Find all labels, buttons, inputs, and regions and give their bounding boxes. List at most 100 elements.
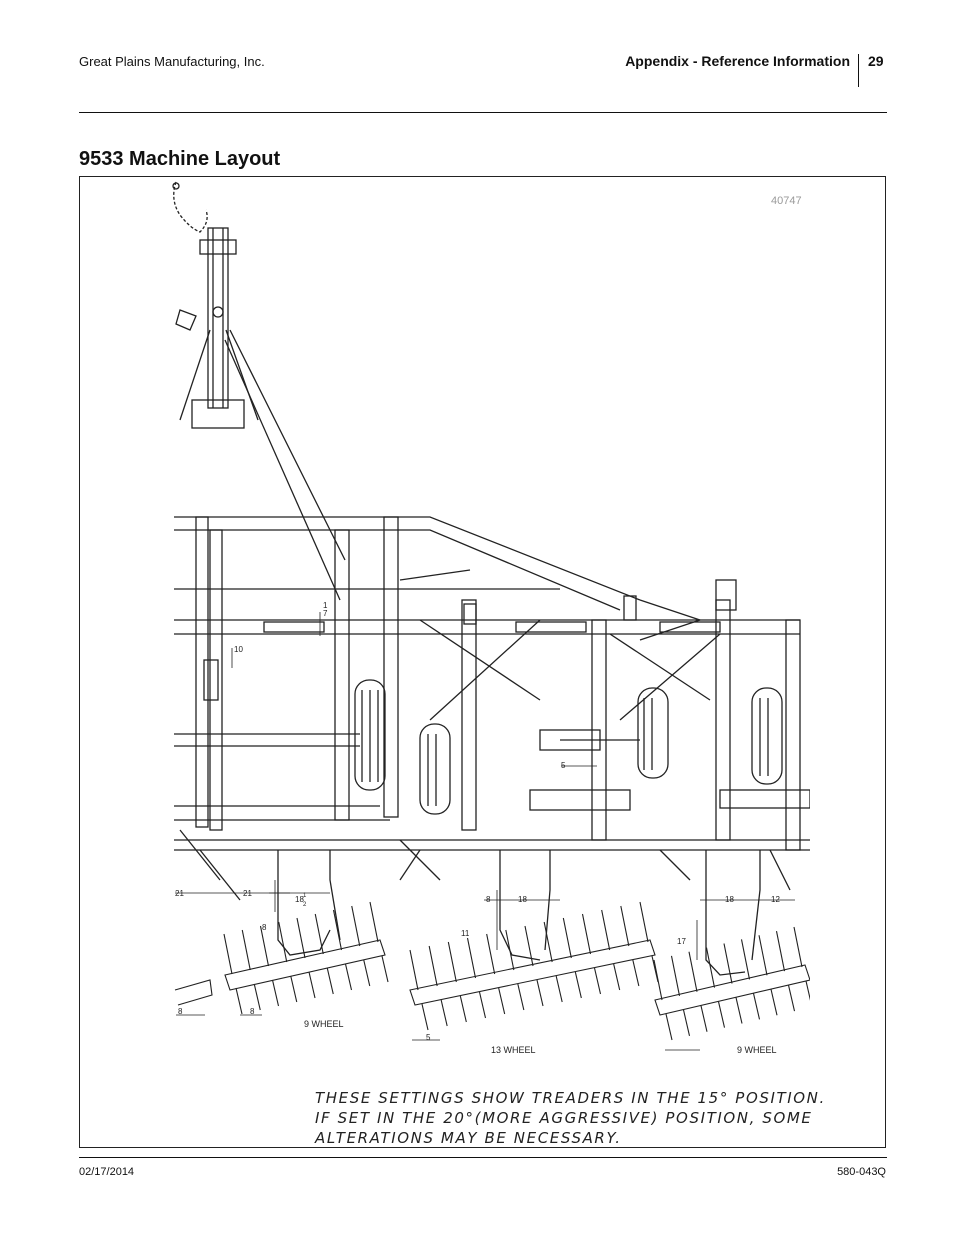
treader-tine xyxy=(752,993,761,1020)
treader-tine xyxy=(543,921,553,963)
treader-tine xyxy=(363,959,371,987)
treader-tine xyxy=(770,989,778,1016)
hydraulic-cylinders xyxy=(203,569,737,701)
footer-part-number: 580-043Q xyxy=(837,1166,886,1178)
svg-text:12: 12 xyxy=(771,895,780,904)
treader-wheels xyxy=(174,901,810,1041)
hitch-tongue xyxy=(175,227,346,601)
footer-date: 02/17/2014 xyxy=(79,1166,135,1178)
treader-tine xyxy=(498,987,506,1015)
header-divider xyxy=(858,54,859,87)
svg-text:8: 8 xyxy=(262,923,267,932)
header-company: Great Plains Manufacturing, Inc. xyxy=(79,54,265,69)
svg-text:18: 18 xyxy=(725,895,734,904)
shank-assemblies xyxy=(179,829,791,976)
treader-tine xyxy=(253,983,261,1011)
svg-text:5: 5 xyxy=(426,1033,431,1042)
treader-tine xyxy=(593,967,602,995)
treader-tine xyxy=(705,947,716,988)
treader-tine xyxy=(478,991,487,1019)
treader-tine xyxy=(486,933,496,975)
hitch-chain xyxy=(172,181,208,233)
treader-tine xyxy=(421,1003,429,1031)
header-rule xyxy=(79,112,887,113)
treader-tine xyxy=(332,909,343,951)
treader-tine xyxy=(613,963,621,991)
treader-tine xyxy=(259,925,270,967)
svg-text:10: 10 xyxy=(234,645,243,654)
treader-tine xyxy=(574,971,582,999)
treader-tine xyxy=(632,959,640,987)
treader-tine xyxy=(524,925,534,967)
treader-tine xyxy=(278,921,288,963)
treader-tine xyxy=(653,959,663,1001)
figure-frame xyxy=(79,176,886,1148)
wheel-labels: 9 WHEEL 13 WHEEL 9 WHEEL xyxy=(304,1019,777,1055)
treader-tine xyxy=(290,975,298,1003)
treader-tine xyxy=(235,987,243,1015)
svg-text:8: 8 xyxy=(486,895,491,904)
treader-tine xyxy=(314,913,324,955)
treader-tine xyxy=(223,933,233,975)
treader-tine xyxy=(326,967,334,995)
treader-tine xyxy=(787,985,796,1012)
treader-tine xyxy=(723,943,733,984)
treader-tine xyxy=(517,983,525,1011)
svg-text:11: 11 xyxy=(461,929,470,938)
label-9-wheel-right: 9 WHEEL xyxy=(737,1045,777,1055)
page-title: 9533 Machine Layout xyxy=(79,148,281,170)
treader-tine xyxy=(670,955,681,996)
label-13-wheel: 13 WHEEL xyxy=(491,1045,536,1055)
svg-text:21: 21 xyxy=(243,889,252,898)
gauge-wheels xyxy=(354,679,783,815)
svg-text:18: 18 xyxy=(295,895,304,904)
treader-tine xyxy=(758,935,768,976)
dimension-text: 1 7 10 5 21 21 18 1 2 8 18 18 12 8 11 17… xyxy=(175,601,780,1042)
page-number: 29 xyxy=(868,53,884,69)
svg-text:17: 17 xyxy=(677,937,686,946)
treader-tine xyxy=(775,931,786,972)
note-line-1: THESE SETTINGS SHOW TREADERS IN THE 15° … xyxy=(315,1089,826,1107)
figure-id: 40747 xyxy=(771,195,802,207)
treader-tine xyxy=(700,1005,708,1032)
svg-text:8: 8 xyxy=(178,1007,183,1016)
treader-tine xyxy=(620,905,630,947)
treader-tine xyxy=(805,980,810,1001)
treader-tine xyxy=(665,1013,673,1041)
treader-tine xyxy=(381,955,389,983)
treader-tine xyxy=(740,939,751,980)
svg-text:18: 18 xyxy=(518,895,527,904)
settings-note: THESE SETTINGS SHOW TREADERS IN THE 15° … xyxy=(315,1088,855,1148)
treader-tine xyxy=(562,917,572,959)
svg-text:1: 1 xyxy=(323,601,328,610)
main-frame xyxy=(174,516,810,851)
treader-tine xyxy=(717,1001,726,1028)
treader-tine xyxy=(466,937,477,979)
note-line-3: ALTERATIONS MAY BE NECESSARY. xyxy=(315,1129,622,1147)
treader-tine xyxy=(241,929,251,971)
treader-tine xyxy=(536,979,544,1007)
svg-text:21: 21 xyxy=(175,889,184,898)
treader-tine xyxy=(296,917,306,959)
treader-tine xyxy=(308,971,316,999)
treader-tine xyxy=(555,975,563,1003)
treader-tine xyxy=(735,997,743,1024)
treader-tine xyxy=(447,941,457,983)
header-section: Appendix - Reference Information xyxy=(625,53,850,69)
treader-tine xyxy=(505,929,515,971)
treader-tine xyxy=(351,905,361,947)
svg-text:2: 2 xyxy=(303,902,307,908)
treader-tine xyxy=(440,999,448,1027)
treader-tine xyxy=(601,909,611,951)
treader-tine xyxy=(271,979,280,1007)
treader-tine xyxy=(409,949,419,991)
dimension-lines xyxy=(175,612,795,1051)
treader-tine xyxy=(428,945,438,987)
treader-tine xyxy=(793,926,803,968)
machine-layout-drawing: 1 7 10 5 21 21 18 1 2 8 18 18 12 8 11 17… xyxy=(172,181,810,1055)
treader-tine xyxy=(459,995,467,1023)
svg-text:1: 1 xyxy=(303,893,307,899)
treader-tine xyxy=(639,901,649,943)
treader-tine xyxy=(581,913,592,955)
svg-text:7: 7 xyxy=(323,609,328,618)
